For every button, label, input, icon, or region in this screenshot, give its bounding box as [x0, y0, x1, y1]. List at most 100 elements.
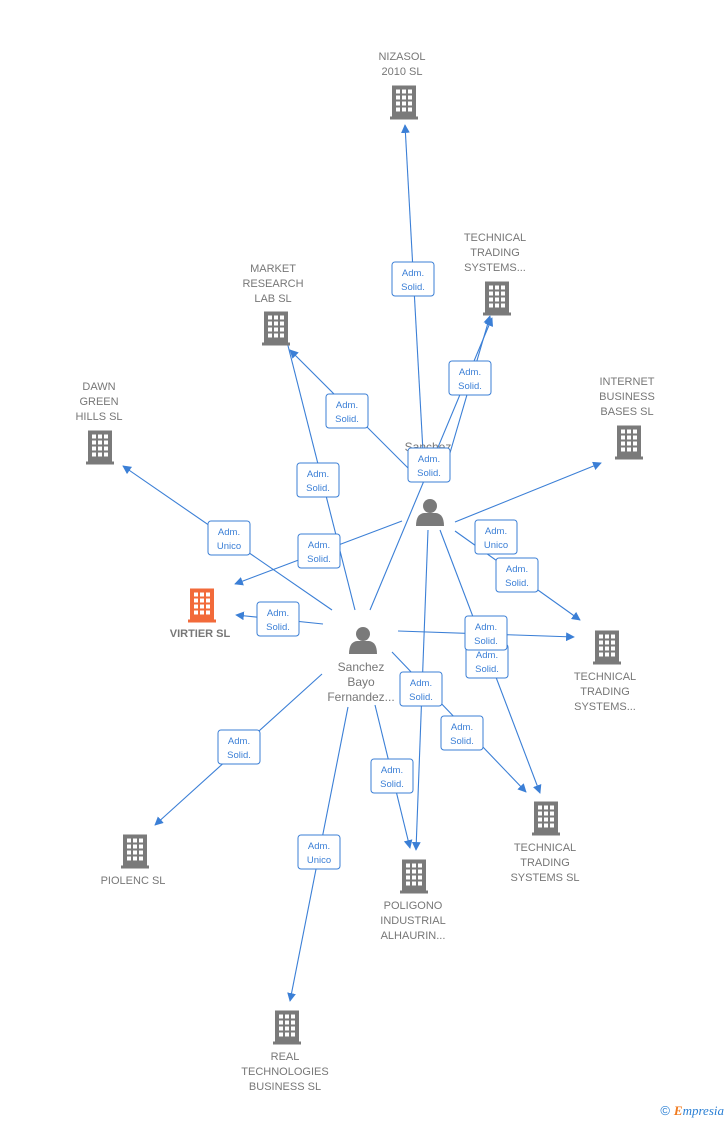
company-label: REAL: [271, 1051, 300, 1063]
building-icon: [593, 630, 621, 665]
edge-label-p2-tts_top[interactable]: Adm. Solid.: [407, 447, 451, 483]
company-node-virtier[interactable]: VIRTIER SL: [170, 588, 231, 641]
edge-label-text: Unico: [484, 540, 508, 551]
building-icon: [262, 311, 290, 346]
company-node-dawn[interactable]: DAWN GREEN HILLS SL: [75, 381, 123, 465]
company-label: MARKET: [250, 263, 296, 275]
edge-p1-internet: [454, 461, 602, 523]
edge-label-text: Solid.: [227, 750, 251, 761]
edge-label-p1-tts_sl[interactable]: Adm.Solid.: [465, 643, 509, 679]
company-label: PIOLENC SL: [101, 875, 166, 887]
company-label: SYSTEMS SL: [510, 872, 579, 884]
edge-p1-nizasol: [401, 124, 425, 471]
company-label: HILLS SL: [75, 411, 122, 423]
company-label: TECHNICAL: [574, 671, 636, 683]
edge-label-text: Adm.: [418, 454, 440, 465]
edge-label-text: Solid.: [505, 578, 529, 589]
company-label: SYSTEMS...: [464, 262, 526, 274]
company-label: INTERNET: [600, 376, 655, 388]
company-node-tts_top[interactable]: TECHNICAL TRADING SYSTEMS...: [464, 232, 526, 316]
edge-label-text: Adm.: [410, 678, 432, 689]
brand-footer: ©Empresia: [660, 1103, 724, 1119]
company-label: TRADING: [520, 857, 570, 869]
company-node-tts_right[interactable]: TECHNICALTRADINGSYSTEMS...: [574, 630, 636, 714]
edge-label-p1-market[interactable]: Adm.Solid.: [325, 393, 369, 429]
copyright-symbol: ©: [660, 1103, 670, 1118]
company-label: RESEARCH: [242, 278, 303, 290]
person-icon: [416, 499, 444, 526]
edge-label-p2-real[interactable]: Adm. Unico: [297, 834, 341, 870]
edge-label-p1-tts_top[interactable]: Adm. Solid.: [448, 360, 492, 396]
company-node-tts_sl[interactable]: TECHNICAL TRADING SYSTEMS SL: [510, 801, 580, 885]
edge-label-p2-piolenc[interactable]: Adm. Solid.: [217, 729, 261, 765]
edge-label-p1-poligono[interactable]: Adm. Solid.: [399, 671, 443, 707]
person-label: Sanchez: [338, 660, 385, 674]
edge-label-p1-nizasol[interactable]: Adm. Solid.: [391, 261, 435, 297]
edge-label-text: Adm.: [308, 540, 330, 551]
company-label: ALHAURIN...: [381, 930, 446, 942]
edge-label-text: Solid.: [306, 483, 330, 494]
edge-label-p2-dawn[interactable]: Adm.Unico: [207, 520, 251, 556]
company-label: BASES SL: [600, 406, 653, 418]
edge-label-text: Adm.: [451, 722, 473, 733]
edge-label-text: Adm.: [485, 526, 507, 537]
edge-label-text: Adm.: [506, 564, 528, 575]
company-label: 2010 SL: [382, 66, 423, 78]
edge-label-text: Adm.: [267, 608, 289, 619]
edge-label-p1-virtier[interactable]: Adm. Solid.: [297, 533, 341, 569]
edge-label-text: Unico: [307, 855, 331, 866]
edge-label-text: Adm.: [459, 367, 481, 378]
company-label: TECHNOLOGIES: [241, 1066, 328, 1078]
edge-labels-layer: Adm.Solid.Adm.Solid.Adm.Solid.Adm.UnicoA…: [207, 261, 539, 870]
building-icon: [400, 859, 428, 894]
edge-label-p1-internet[interactable]: Adm. Unico: [474, 519, 518, 555]
edge-label-text: Adm.: [307, 469, 329, 480]
company-node-real[interactable]: REAL TECHNOLOGIES BUSINESS SL: [241, 1010, 329, 1094]
building-icon: [273, 1010, 301, 1045]
edge-label-text: Solid.: [380, 779, 404, 790]
edge-label-text: Solid.: [307, 554, 331, 565]
company-label: TECHNICAL: [514, 842, 576, 854]
edge-label-p2-market[interactable]: Adm. Solid.: [296, 462, 340, 498]
edge-label-text: Solid.: [458, 381, 482, 392]
company-node-poligono[interactable]: POLIGONO INDUSTRIAL ALHAURIN...: [380, 859, 446, 943]
building-icon: [86, 430, 114, 465]
nodes-layer: NIZASOL 2010 SL TECHNICAL TRADING SYSTEMS...…: [75, 51, 654, 1093]
person-icon: [349, 627, 377, 654]
edge-label-text: Solid.: [409, 692, 433, 703]
company-label: NIZASOL: [378, 51, 425, 63]
edge-label-text: Solid.: [450, 736, 474, 747]
edge-label-p2-virtier[interactable]: Adm.Solid.: [256, 601, 300, 637]
edge-label-text: Adm.: [476, 650, 498, 661]
company-label: BUSINESS SL: [249, 1081, 321, 1093]
company-label: POLIGONO: [384, 900, 443, 912]
edge-label-text: Adm.: [475, 622, 497, 633]
company-label: DAWN: [82, 381, 115, 393]
company-label: TRADING: [580, 686, 630, 698]
edge-label-text: Solid.: [417, 468, 441, 479]
edge-label-text: Solid.: [401, 282, 425, 293]
company-node-piolenc[interactable]: PIOLENC SL: [101, 834, 166, 888]
company-node-nizasol[interactable]: NIZASOL 2010 SL: [378, 51, 426, 120]
edge-label-text: Adm.: [402, 268, 424, 279]
company-label: TRADING: [470, 247, 520, 259]
building-icon: [532, 801, 560, 836]
edge-label-p1-tts_right[interactable]: Adm. Solid.: [495, 557, 539, 593]
person-node-p2[interactable]: SanchezBayoFernandez...: [327, 627, 395, 704]
edge-label-text: Adm.: [218, 527, 240, 538]
edge-label-text: Adm.: [228, 736, 250, 747]
company-label: INDUSTRIAL: [380, 915, 445, 927]
person-label: Bayo: [347, 675, 375, 689]
building-icon: [390, 85, 418, 120]
edge-label-text: Adm.: [308, 841, 330, 852]
brand-initial: E: [673, 1103, 683, 1118]
edge-label-p2-tts_right[interactable]: Adm.Solid.: [464, 615, 508, 651]
company-label: TECHNICAL: [464, 232, 526, 244]
edge-label-text: Solid.: [335, 414, 359, 425]
company-label: GREEN: [79, 396, 118, 408]
edge-label-p2-tts_sl[interactable]: Adm. Solid.: [440, 715, 484, 751]
building-icon: [188, 588, 216, 623]
edge-label-p2-poligono[interactable]: Adm.Solid.: [370, 758, 414, 794]
